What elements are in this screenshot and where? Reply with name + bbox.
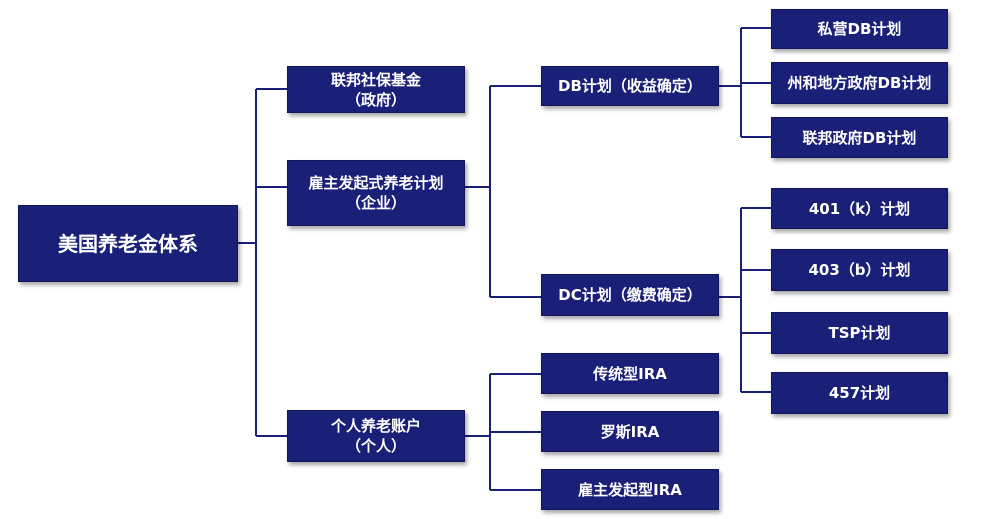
node-label: 罗斯IRA	[600, 422, 660, 441]
node-label: 联邦政府DB计划	[802, 128, 917, 147]
node-401k-plan: 401（k）计划	[771, 188, 948, 229]
node-roth-ira: 罗斯IRA	[541, 411, 719, 452]
node-private-db-plan: 私营DB计划	[771, 9, 948, 49]
node-line2: （政府）	[345, 90, 406, 109]
node-label: DC计划（缴费确定）	[558, 286, 702, 304]
node-403b-plan: 403（b）计划	[771, 249, 948, 291]
node-label: 457计划	[828, 384, 891, 402]
root-label: 美国养老金体系	[58, 231, 198, 256]
node-individual-accounts: 个人养老账户 （个人）	[287, 410, 465, 462]
node-db-plan: DB计划（收益确定）	[541, 66, 719, 106]
node-federal-db-plan: 联邦政府DB计划	[771, 117, 948, 158]
node-line1: 个人养老账户	[330, 417, 421, 435]
node-line2: （企业）	[345, 194, 406, 212]
node-label: 401（k）计划	[808, 199, 911, 218]
node-employer-sponsored-plans: 雇主发起式养老计划 （企业）	[287, 160, 465, 226]
node-traditional-ira: 传统型IRA	[541, 353, 719, 394]
node-employer-ira: 雇主发起型IRA	[541, 469, 719, 510]
node-label: 州和地方政府DB计划	[787, 74, 932, 92]
node-457-plan: 457计划	[771, 372, 948, 414]
node-label: 私营DB计划	[817, 20, 902, 38]
node-dc-plan: DC计划（缴费确定）	[541, 274, 719, 316]
node-state-local-db-plan: 州和地方政府DB计划	[771, 62, 948, 104]
node-label: 传统型IRA	[593, 364, 667, 383]
node-line1: 联邦社保基金	[330, 70, 421, 89]
node-line1: 雇主发起式养老计划	[308, 174, 444, 192]
root-node: 美国养老金体系	[18, 205, 238, 282]
node-label: DB计划（收益确定）	[558, 77, 702, 95]
node-line2: （个人）	[345, 437, 406, 455]
node-label: 雇主发起型IRA	[578, 480, 682, 499]
node-label: 403（b）计划	[808, 261, 911, 279]
node-label: TSP计划	[828, 324, 891, 342]
node-tsp-plan: TSP计划	[771, 312, 948, 354]
node-federal-social-security: 联邦社保基金 （政府）	[287, 66, 465, 113]
